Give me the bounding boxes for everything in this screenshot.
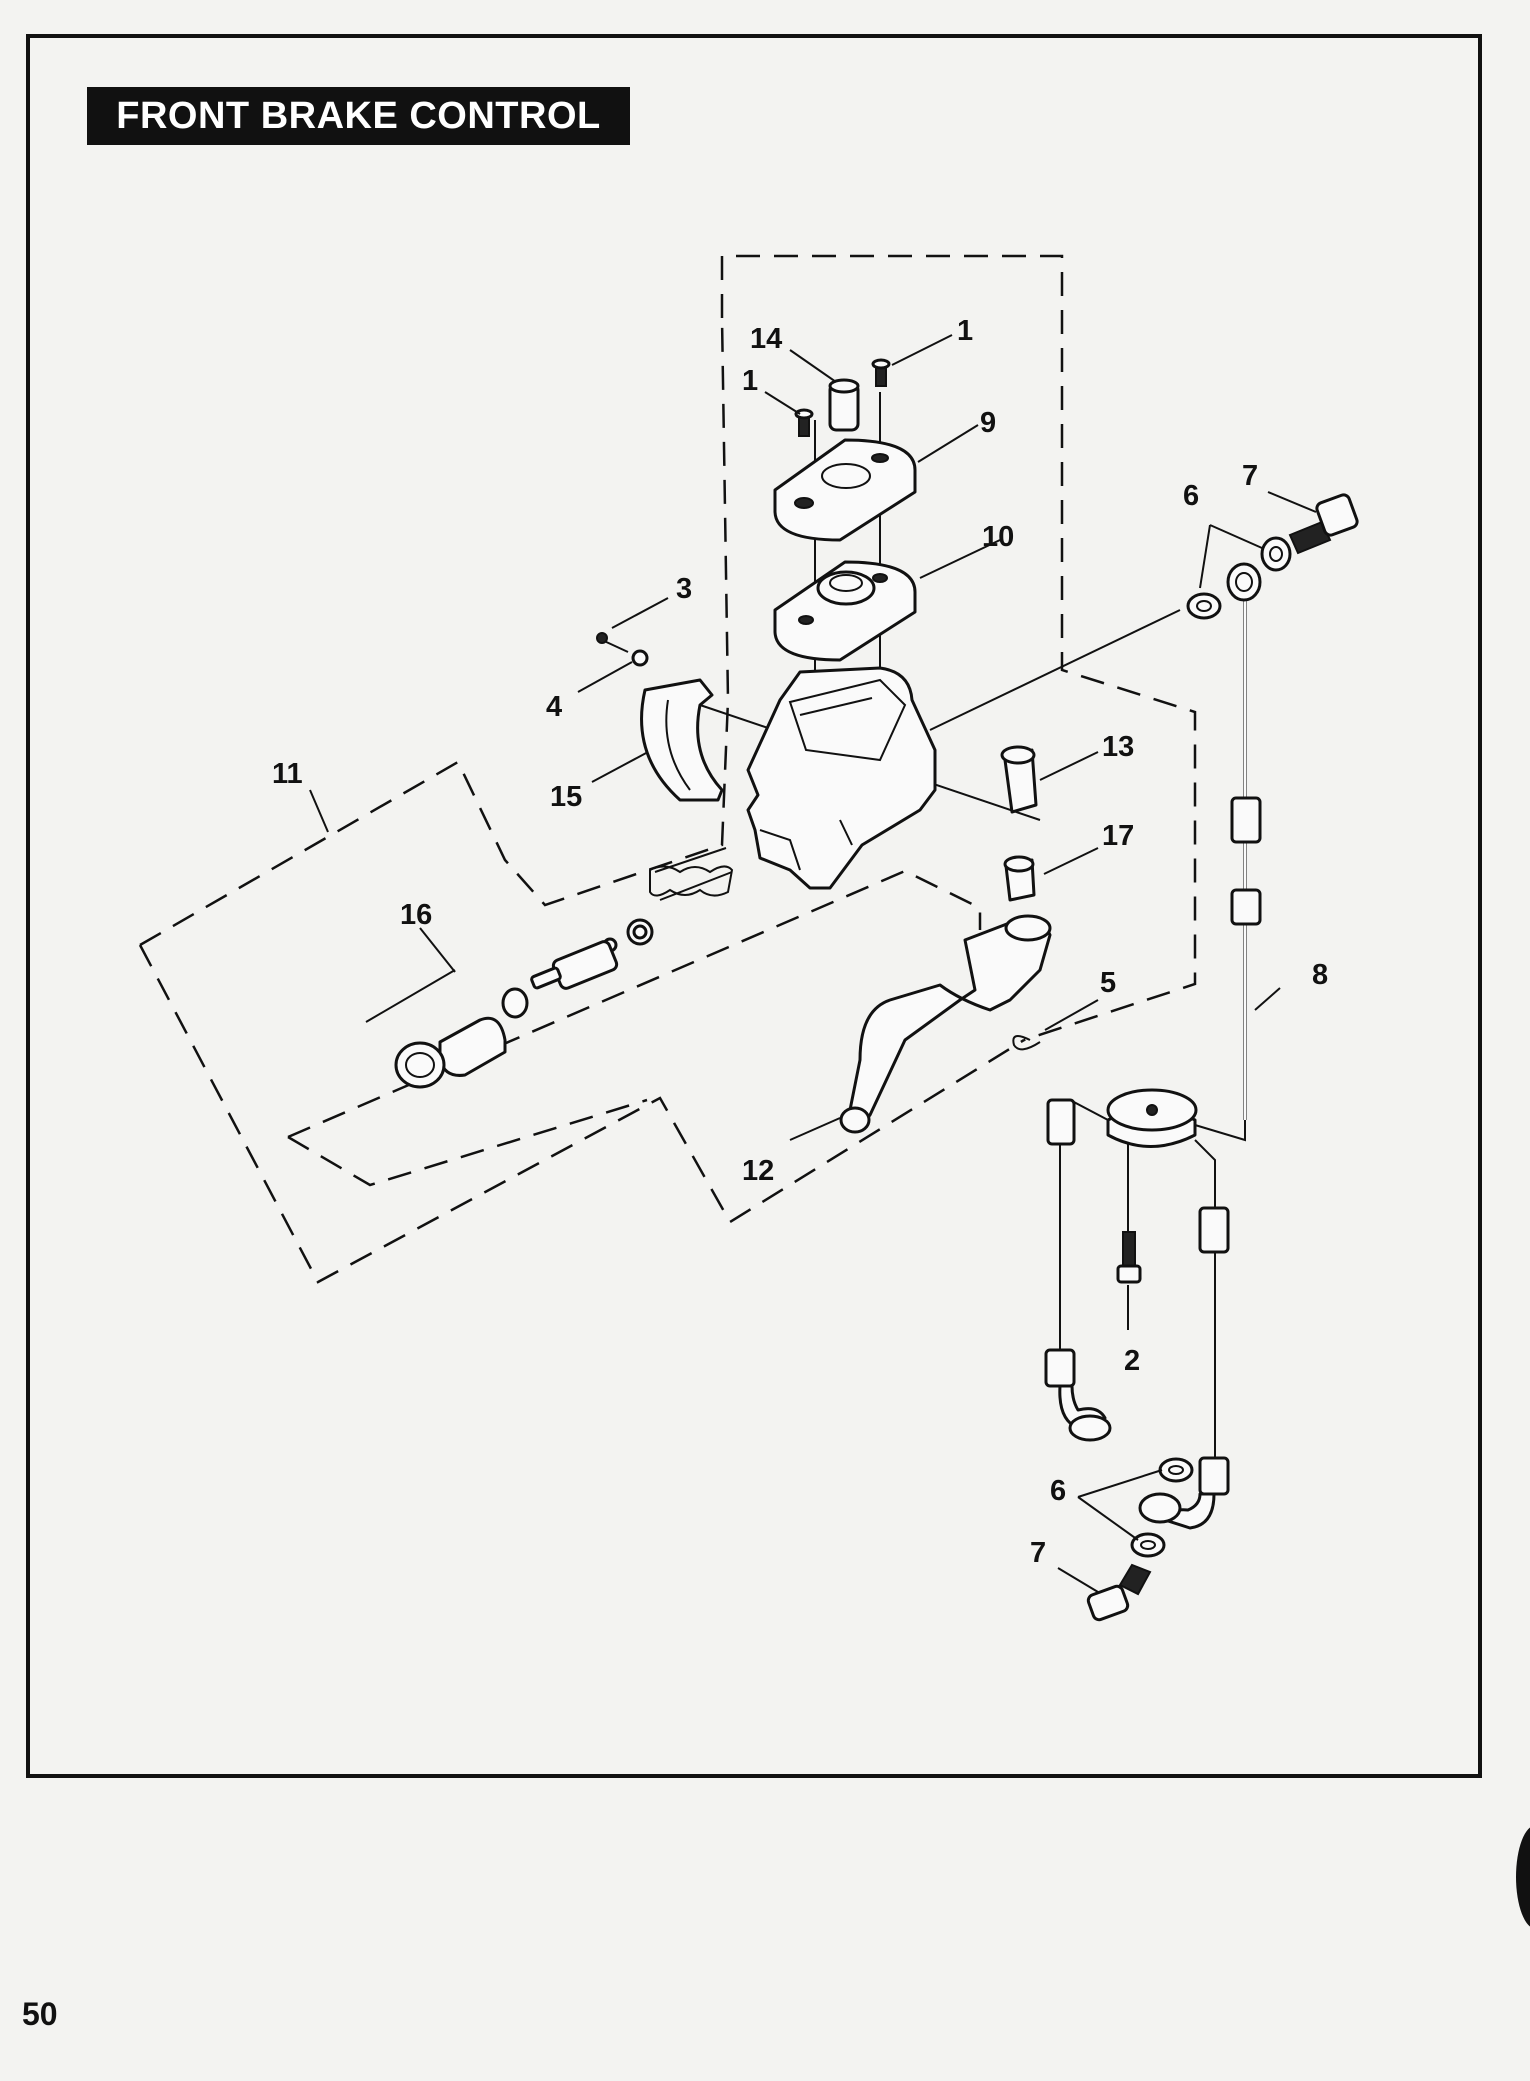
section-tab-marker: [1516, 1825, 1530, 1929]
master-cylinder-body-part: [746, 666, 937, 890]
banjo-bolt-part: [1086, 493, 1359, 1622]
cap-plug-part: [828, 378, 860, 432]
callout-17: 17: [1102, 820, 1134, 852]
pivot-bushing-part: [1003, 855, 1036, 902]
reservoir-cover-part: [773, 438, 917, 542]
clamp-washer-part: [631, 649, 649, 667]
callout-16: 16: [400, 899, 432, 931]
piston-assembly-part: [394, 847, 734, 1089]
callout-6-bottom: 6: [1050, 1475, 1066, 1507]
diagram-frame: [26, 34, 1482, 1778]
page-number: 50: [22, 1996, 58, 2032]
callout-8: 8: [1312, 959, 1328, 991]
callout-leaders: [309, 334, 1317, 1593]
brake-hose-assembly-part: [1044, 562, 1262, 1530]
retaining-ring-part: [1012, 1035, 1041, 1051]
sealing-washer-part: [1130, 536, 1292, 1558]
callout-15: 15: [550, 781, 582, 813]
cover-screw-part: [794, 358, 891, 437]
dashed-group-outlines: [138, 254, 1197, 1284]
clamp-screw-part: [596, 632, 629, 653]
pivot-pin-part: [1000, 745, 1038, 814]
callout-7-bottom: 7: [1030, 1537, 1046, 1569]
callout-7-top: 7: [1242, 460, 1258, 492]
callout-14: 14: [750, 323, 782, 355]
page-title: FRONT BRAKE CONTROL: [87, 87, 630, 145]
callout-4: 4: [546, 691, 562, 723]
callout-2: 2: [1124, 1345, 1140, 1377]
callout-labels: 14 1 1 9 10 3 4 15 11 16 13 17 5 12 6 7 …: [272, 315, 1328, 1569]
callout-5: 5: [1100, 967, 1116, 999]
handlebar-clamp-part: [640, 678, 724, 802]
callout-13: 13: [1102, 731, 1134, 763]
manifold-screw-part: [1116, 1231, 1142, 1284]
callout-1-top: 1: [957, 315, 973, 347]
brake-lever-part: [839, 914, 1052, 1134]
callout-9: 9: [980, 407, 996, 439]
callout-11: 11: [272, 758, 303, 790]
callout-6-top: 6: [1183, 480, 1199, 512]
callout-3: 3: [676, 573, 692, 605]
callout-10: 10: [982, 521, 1014, 553]
diaphragm-part: [773, 560, 917, 662]
callout-1-left: 1: [742, 365, 758, 397]
callout-12: 12: [742, 1155, 774, 1187]
